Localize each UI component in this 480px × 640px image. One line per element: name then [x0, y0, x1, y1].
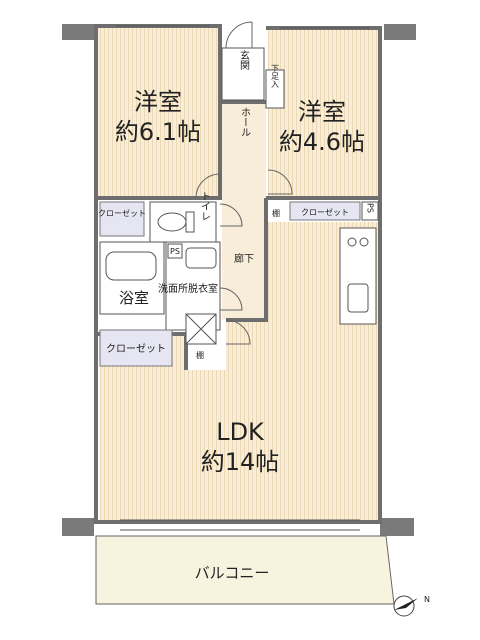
ps-box-1: [361, 201, 379, 221]
entrance-label: 玄関: [238, 49, 250, 71]
entrance-area: [221, 47, 265, 101]
wash-basin: [185, 247, 217, 269]
hallway-area: [222, 198, 266, 320]
ps-label-1: PS: [366, 203, 375, 213]
right-closet-label: クローゼット: [301, 207, 349, 217]
ldk-name: LDK: [216, 418, 265, 446]
bathtub: [105, 251, 157, 281]
washroom-label: 洗面所脱衣室: [158, 282, 218, 295]
building-column-left-top: [62, 24, 94, 40]
bath-label: 浴室: [119, 289, 149, 307]
stove-burner-1: [347, 237, 357, 247]
small-closet-label: クローゼット: [98, 208, 146, 218]
small-closet: [99, 201, 145, 237]
building-column-right-top: [384, 24, 416, 40]
toilet-bowl: [157, 212, 187, 232]
hallway-label: 廊下: [234, 252, 254, 265]
toilet-label: トイレ: [199, 191, 211, 221]
building-column-left-bottom: [62, 518, 94, 536]
balcony-label: バルコニー: [195, 564, 270, 582]
western-room-1-name: 洋室: [134, 88, 182, 116]
bottom-closet-label: クローゼット: [106, 343, 166, 355]
stove-burner-2: [359, 237, 369, 247]
ldk-size: 約14帖: [201, 448, 280, 476]
compass-arrow: [394, 598, 418, 610]
ps-box-2: [167, 243, 183, 259]
toilet-door: [219, 203, 243, 227]
building-column-right-bottom: [380, 518, 414, 536]
window-marks: [116, 25, 370, 531]
shelf-label-2: 棚: [196, 350, 204, 360]
western-room-1-size: 約6.1帖: [115, 118, 201, 146]
right-closet: [289, 201, 361, 221]
ldk-door: [225, 319, 251, 345]
western-room-2: [268, 30, 378, 196]
western-room-1: [98, 28, 218, 196]
shoe-storage-label: 下足入: [271, 64, 280, 88]
shelf-label-1: 棚: [272, 208, 280, 218]
door-western-room-2: [267, 169, 293, 195]
kitchen-sink: [347, 283, 369, 313]
washroom-door: [219, 287, 243, 311]
toilet-tank: [185, 211, 195, 233]
western-room-2-size: 約4.6帖: [279, 128, 365, 156]
entrance-door: [225, 21, 253, 49]
hall-area: [222, 102, 266, 198]
compass-north-label: N: [424, 595, 430, 604]
shoe-storage: [265, 69, 285, 109]
hall-label: ホール: [239, 107, 251, 137]
door-western-room-1: [195, 173, 221, 199]
bottom-closet: [99, 329, 173, 367]
western-room-2-name: 洋室: [298, 98, 346, 126]
washing-machine-cross: [185, 313, 217, 345]
ps-label-2: PS: [170, 247, 180, 256]
ldk-room: [100, 222, 378, 520]
